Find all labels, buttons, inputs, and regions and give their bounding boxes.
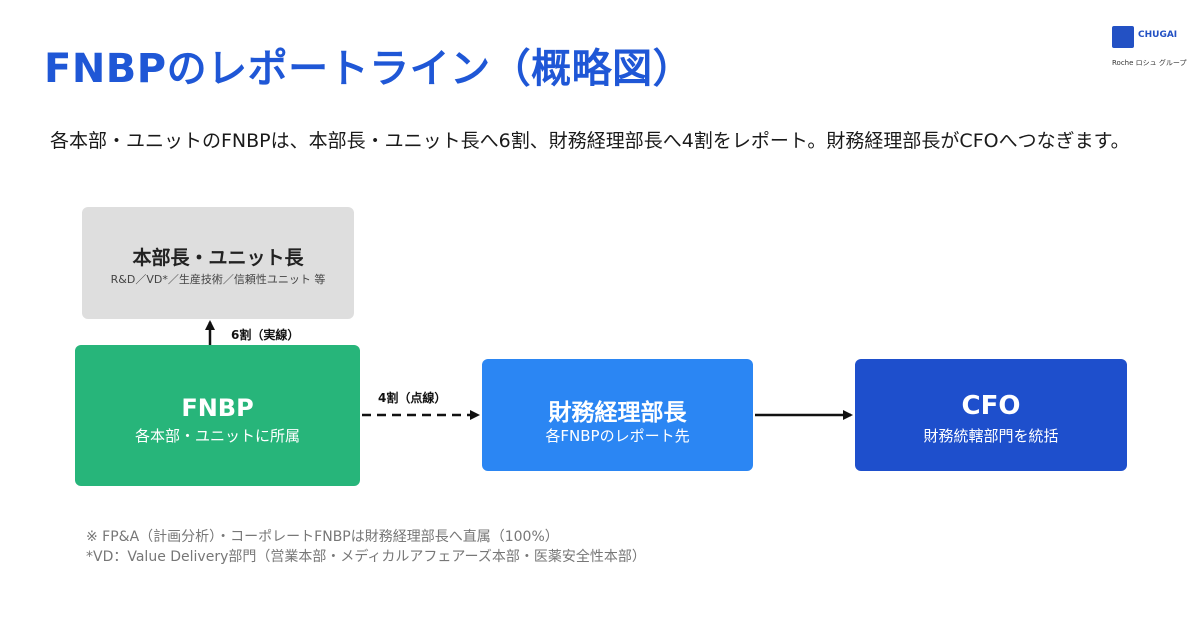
node-cfo: CFO 財務統轄部門を統括 bbox=[855, 359, 1127, 471]
logo-name: CHUGAI bbox=[1138, 30, 1178, 40]
page-title: FNBPのレポートライン（概略図） bbox=[44, 46, 694, 92]
footnote-vd: *VD：Value Delivery部門（営業本部・メディカルアフェアーズ本部・… bbox=[86, 549, 646, 565]
node-finance-head-subtitle: 各FNBPのレポート先 bbox=[545, 427, 690, 445]
node-division-head: 本部長・ユニット長 R&D／VD*／生産技術／信頼性ユニット 等 bbox=[82, 207, 354, 319]
intro-text: 各本部・ユニットのFNBPは、本部長・ユニット長へ6割、財務経理部長へ4割をレポ… bbox=[50, 130, 1130, 152]
node-division-head-subtitle: R&D／VD*／生産技術／信頼性ユニット 等 bbox=[110, 273, 326, 286]
edge-label-6-wari: 6割（実線） bbox=[231, 328, 300, 342]
node-finance-head-title: 財務経理部長 bbox=[548, 400, 687, 426]
node-fnbp: FNBP 各本部・ユニットに所属 bbox=[75, 345, 360, 486]
node-finance-head: 財務経理部長 各FNBPのレポート先 bbox=[482, 359, 753, 471]
chugai-logo-icon bbox=[1112, 26, 1134, 48]
node-fnbp-title: FNBP bbox=[181, 394, 254, 422]
footnote-fpa: ※ FP&A（計画分析）・コーポレートFNBPは財務経理部長へ直属（100%） bbox=[86, 529, 559, 545]
node-division-head-title: 本部長・ユニット長 bbox=[132, 247, 304, 269]
edge-label-4-wari: 4割（点線） bbox=[378, 391, 447, 405]
company-logo: CHUGAI Roche ロシュ グループ bbox=[1112, 26, 1186, 76]
node-cfo-subtitle: 財務統轄部門を統括 bbox=[923, 427, 1059, 445]
logo-subtitle: Roche ロシュ グループ bbox=[1112, 59, 1187, 67]
node-cfo-title: CFO bbox=[961, 391, 1021, 421]
node-fnbp-subtitle: 各本部・ユニットに所属 bbox=[134, 427, 300, 445]
